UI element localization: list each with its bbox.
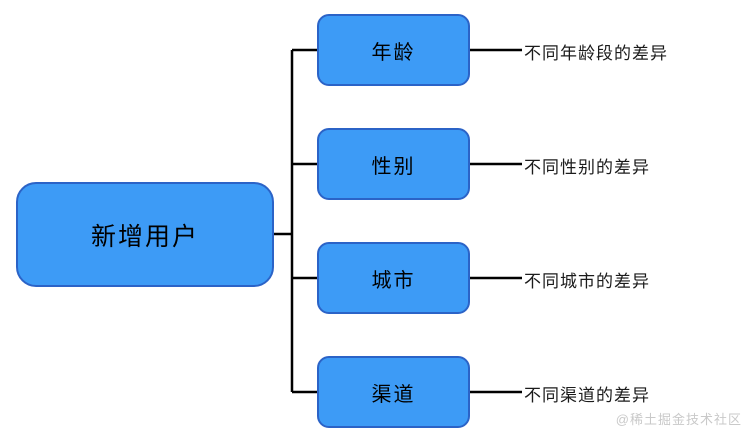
node-branch-channel[interactable]: 渠道 [317, 356, 470, 428]
node-branch-gender-label: 性别 [371, 155, 416, 178]
node-branch-age[interactable]: 年龄 [317, 14, 470, 86]
node-branch-age-label: 年龄 [371, 41, 416, 64]
node-branch-city-label: 城市 [371, 269, 416, 292]
leaf-label-channel: 不同渠道的差异 [524, 386, 650, 405]
node-branch-city[interactable]: 城市 [317, 242, 470, 314]
node-root[interactable]: 新增用户 [16, 182, 274, 287]
watermark: @稀土掘金技术社区 [615, 412, 742, 427]
leaf-label-gender: 不同性别的差异 [524, 158, 650, 177]
node-branch-gender[interactable]: 性别 [317, 128, 470, 200]
leaf-label-age: 不同年龄段的差异 [524, 44, 668, 63]
leaf-label-city: 不同城市的差异 [524, 272, 650, 291]
node-root-label: 新增用户 [90, 222, 199, 251]
node-branch-channel-label: 渠道 [371, 383, 416, 406]
